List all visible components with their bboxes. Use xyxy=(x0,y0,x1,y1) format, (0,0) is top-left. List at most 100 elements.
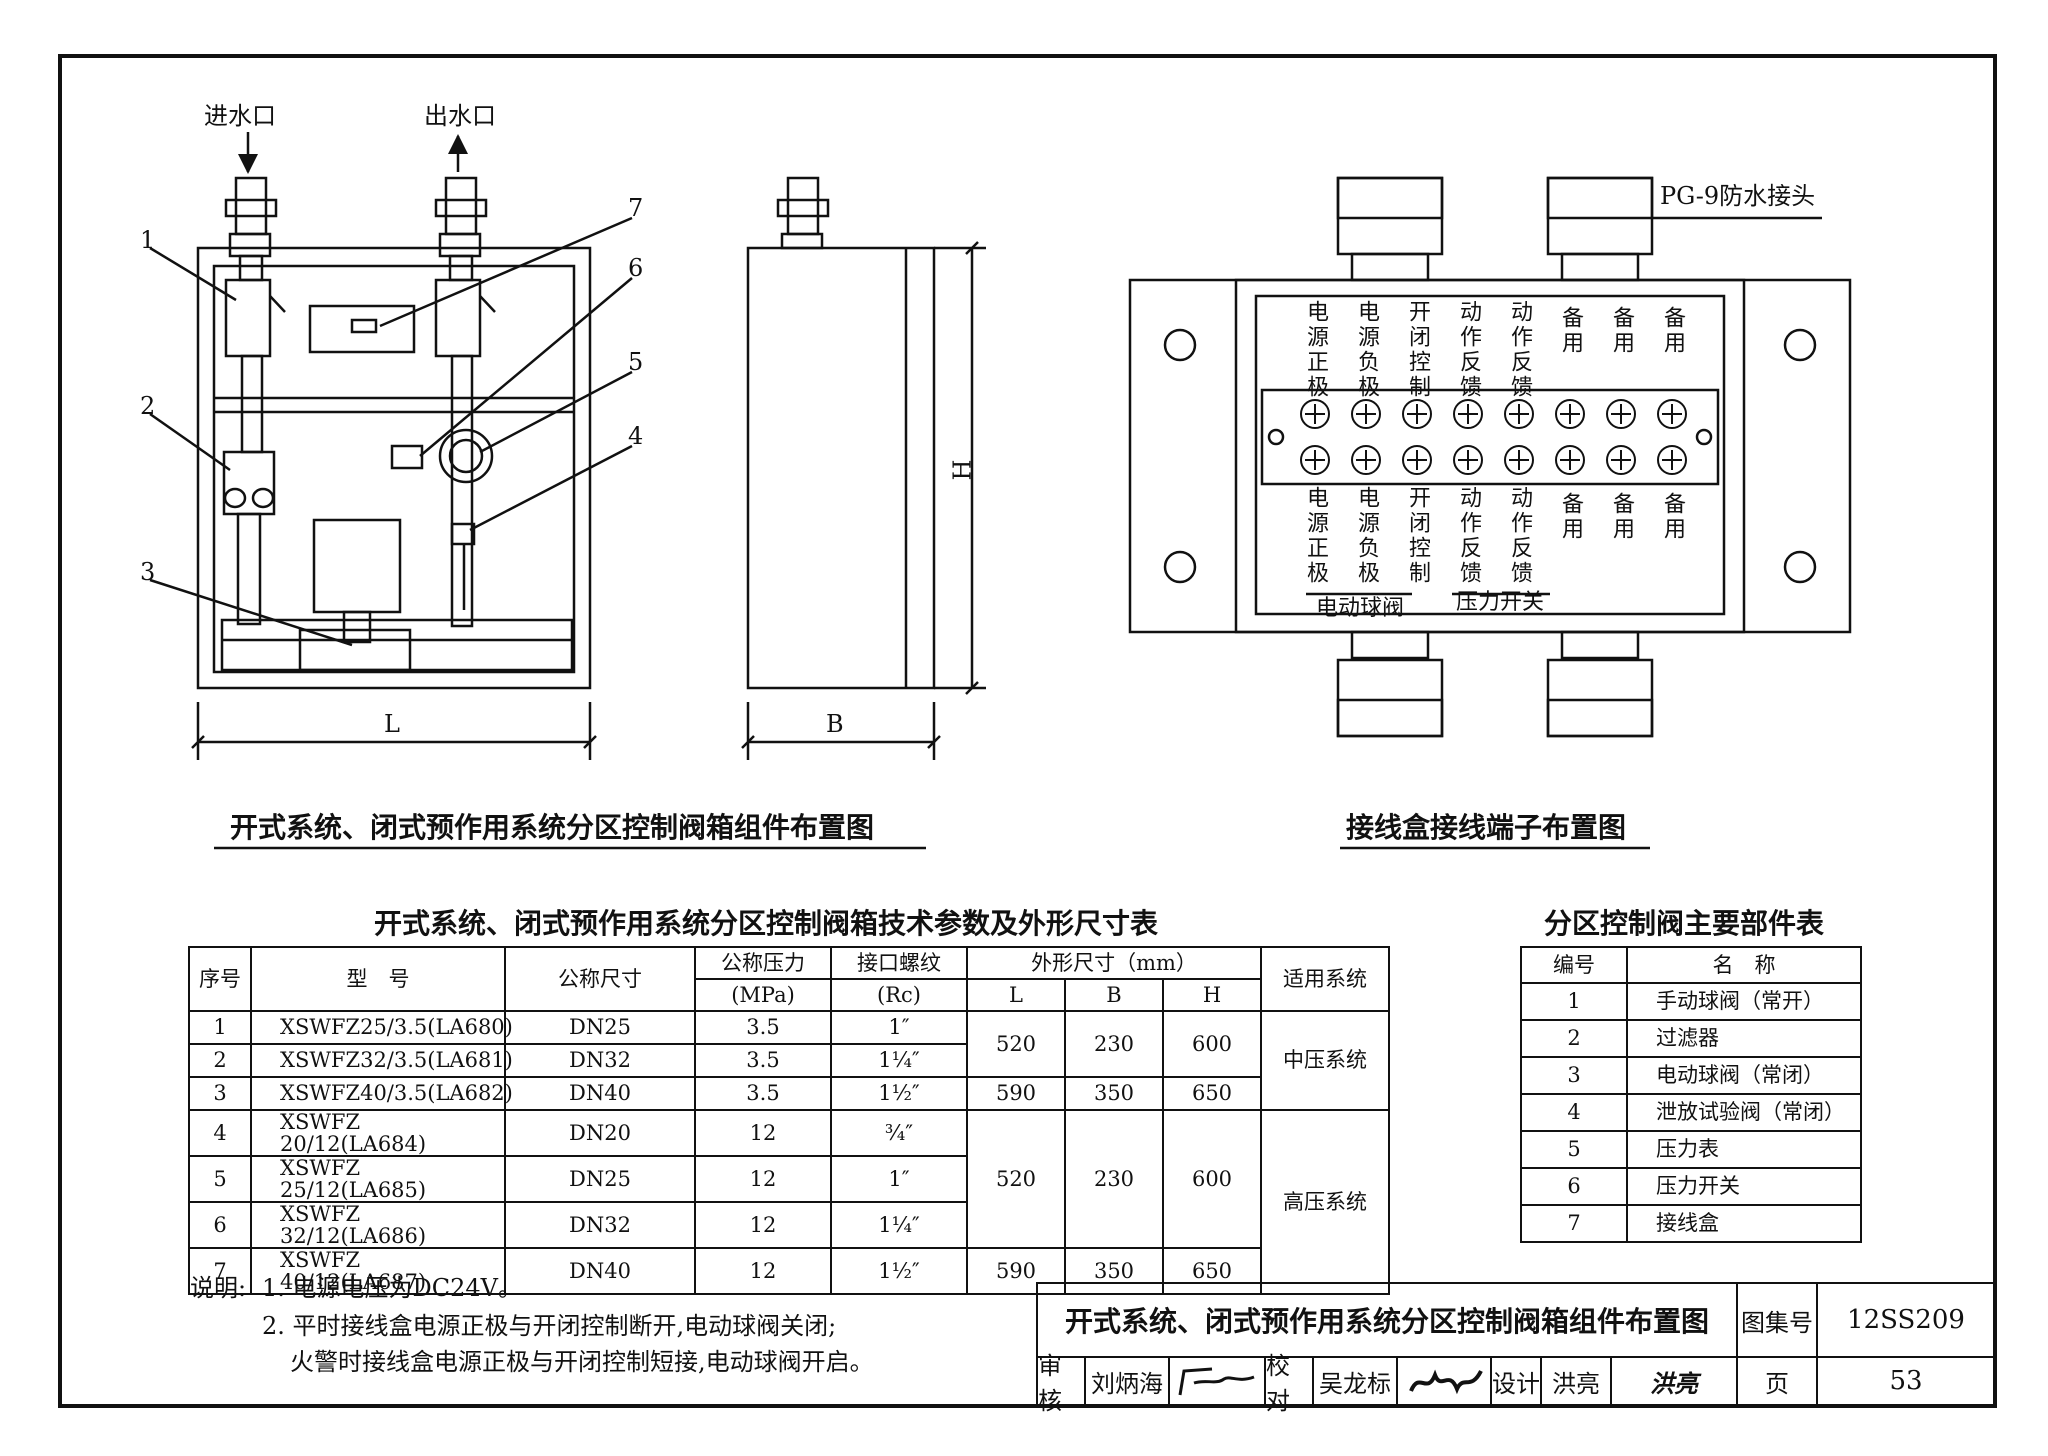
cell-pressure: 12 xyxy=(694,1155,832,1204)
cell-part-name: 压力开关 xyxy=(1626,1167,1862,1206)
dimension-L: L xyxy=(384,710,400,738)
cell-L: 590 xyxy=(966,1247,1066,1296)
designer-cell: 洪亮 xyxy=(1540,1356,1612,1406)
cell-model: XSWFZ40/3.5(LA682) xyxy=(250,1076,513,1111)
inlet-label: 进水口 xyxy=(204,102,276,130)
note-3: 火警时接线盒电源正极与开闭控制短接,电动球阀开启。 xyxy=(290,1348,874,1376)
cell-part-no: 5 xyxy=(1520,1130,1628,1169)
design-label-cell: 设计 xyxy=(1490,1356,1542,1406)
header-H: H xyxy=(1161,978,1263,1012)
cell-part-name: 手动球阀（常开） xyxy=(1626,982,1862,1021)
review-label: 审核 xyxy=(1038,1352,1062,1415)
cell-seq: 2 xyxy=(188,1043,252,1078)
design-label: 设计 xyxy=(1492,1369,1540,1398)
cell-thread: 1″ xyxy=(830,1155,968,1204)
cell-model: XSWFZ 20/12(LA684) xyxy=(250,1108,506,1158)
terminal-label-bottom: 开闭控制 xyxy=(1405,486,1430,586)
cell-seq: 1 xyxy=(188,1010,252,1045)
cell-model: XSWFZ32/3.5(LA681) xyxy=(250,1043,513,1078)
cell-size: DN25 xyxy=(504,1010,696,1045)
cell-part-no: 7 xyxy=(1520,1204,1628,1243)
dimension-B: B xyxy=(826,710,844,738)
terminal-screw xyxy=(1555,399,1585,475)
callout-6: 6 xyxy=(628,254,644,282)
atlas-label: 图集号 xyxy=(1741,1308,1813,1337)
cell-part-name: 泄放试验阀（常闭） xyxy=(1626,1093,1862,1132)
check-label-cell: 校对 xyxy=(1264,1352,1314,1415)
cell-B: 350 xyxy=(1064,1247,1164,1296)
cell-pressure: 3.5 xyxy=(694,1076,832,1111)
terminal-label-top: 动作反馈 xyxy=(1507,300,1532,400)
terminal-screw xyxy=(1453,399,1483,475)
group-pressure-switch: 压力开关 xyxy=(1456,590,1545,615)
cell-pressure: 3.5 xyxy=(694,1010,832,1045)
junction-box-diagram xyxy=(1128,176,1852,738)
cell-seq: 7 xyxy=(188,1247,252,1296)
header-pressure-unit: (MPa) xyxy=(694,978,832,1012)
cell-thread: 1½″ xyxy=(830,1247,968,1296)
terminal-screw xyxy=(1300,399,1330,475)
designer-name: 洪亮 xyxy=(1552,1369,1600,1398)
cell-H: 650 xyxy=(1161,1247,1263,1296)
cell-system: 高压系统 xyxy=(1260,1108,1391,1296)
pg9-label: PG-9防水接头 xyxy=(1660,182,1816,210)
callout-2: 2 xyxy=(140,392,156,420)
cell-size: DN25 xyxy=(504,1155,696,1204)
cell-H: 650 xyxy=(1161,1076,1263,1111)
header-dims: 外形尺寸（mm） xyxy=(965,946,1263,980)
terminal-label-bottom: 动作反馈 xyxy=(1456,486,1481,586)
cell-seq: 5 xyxy=(188,1155,252,1204)
valve-box-front-view xyxy=(149,132,633,760)
cell-seq: 3 xyxy=(188,1076,252,1111)
notes-label: 说明: xyxy=(190,1274,247,1302)
terminal-screw xyxy=(1351,399,1381,475)
terminal-screw xyxy=(1402,399,1432,475)
checker-name: 吴龙标 xyxy=(1319,1369,1391,1398)
terminal-label-bottom: 备用 xyxy=(1660,492,1685,542)
cell-model: XSWFZ25/3.5(LA680) xyxy=(250,1010,513,1045)
terminal-label-top: 电源正极 xyxy=(1303,300,1328,400)
terminal-label-bottom: 备用 xyxy=(1609,492,1634,542)
callout-7: 7 xyxy=(628,194,644,222)
checker-signature-cell xyxy=(1396,1356,1492,1406)
header-system: 适用系统 xyxy=(1260,946,1391,1012)
header-thread: 接口螺纹 xyxy=(830,946,968,980)
cell-pressure: 12 xyxy=(694,1247,832,1296)
cell-size: DN40 xyxy=(504,1247,696,1296)
cell-pressure: 12 xyxy=(694,1108,832,1158)
atlas-number: 12SS209 xyxy=(1847,1305,1965,1335)
reviewer-cell: 刘炳海 xyxy=(1084,1356,1170,1406)
page-number: 53 xyxy=(1889,1366,1923,1396)
reviewer-signature xyxy=(1178,1367,1255,1396)
designer-signature-cell: 洪亮 xyxy=(1610,1356,1738,1406)
title-block-title-cell: 开式系统、闭式预作用系统分区控制阀箱组件布置图 xyxy=(1036,1282,1738,1358)
cell-pressure: 3.5 xyxy=(694,1043,832,1078)
header-part-no: 编号 xyxy=(1520,946,1628,984)
terminal-label-bottom: 电源负极 xyxy=(1354,486,1379,586)
page-label-cell: 页 xyxy=(1736,1356,1818,1406)
title-block-title: 开式系统、闭式预作用系统分区控制阀箱组件布置图 xyxy=(1064,1305,1709,1338)
terminal-label-top: 备用 xyxy=(1660,306,1685,356)
terminal-label-top: 备用 xyxy=(1609,306,1634,356)
header-L: L xyxy=(966,978,1066,1012)
cell-seq: 4 xyxy=(188,1108,252,1158)
table-row: 3 XSWFZ40/3.5(LA682) DN40 3.5 1½″ 590 35… xyxy=(188,1076,1389,1111)
terminal-label-bottom: 动作反馈 xyxy=(1507,486,1532,586)
checker-cell: 吴龙标 xyxy=(1312,1356,1398,1406)
table-row: 1 XSWFZ25/3.5(LA680) DN25 3.5 1″ 520 230… xyxy=(188,1010,1391,1111)
cell-part-no: 1 xyxy=(1520,982,1628,1021)
terminal-label-top: 动作反馈 xyxy=(1456,300,1481,400)
cell-B: 350 xyxy=(1064,1076,1164,1111)
atlas-number-cell: 12SS209 xyxy=(1816,1282,1996,1358)
check-label: 校对 xyxy=(1266,1352,1290,1415)
header-part-name: 名 称 xyxy=(1626,946,1862,984)
cell-thread: 1¼″ xyxy=(830,1043,968,1078)
valve-box-side-view xyxy=(741,176,986,760)
cell-size: DN40 xyxy=(504,1076,696,1111)
